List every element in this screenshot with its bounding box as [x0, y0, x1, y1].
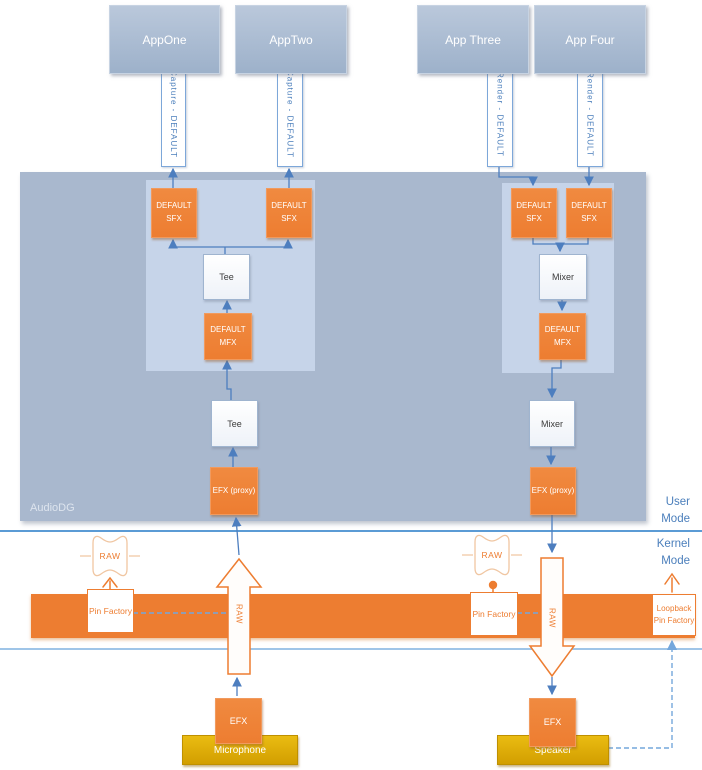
raw-callout-render-label: RAW [481, 550, 503, 560]
kernel-lower-boundary-line [0, 648, 702, 650]
raw-callout-capture-label: RAW [99, 551, 121, 561]
app-two-box: AppTwo [235, 5, 347, 74]
app-four-box: App Four [534, 5, 646, 74]
stream-label: Capture - DEFAULT [285, 70, 295, 158]
arrow-loopback-up [664, 572, 680, 593]
stream-render-default-4: Render - DEFAULT [577, 61, 603, 167]
speaker-efx-node: EFX [529, 698, 576, 747]
app-label: AppTwo [269, 32, 313, 47]
stream-capture-default-2: Capture - DEFAULT [277, 61, 303, 167]
stream-label: Capture - DEFAULT [169, 70, 178, 158]
loopback-pin-factory-box: Loopback Pin Factory [652, 594, 696, 636]
capture-tee-outer-node: Tee [211, 400, 258, 447]
audiodg-label: AudioDG [30, 502, 75, 514]
kernel-streaming-band [31, 594, 695, 638]
dashed-speaker-loopback [608, 639, 678, 749]
stream-label: Render - DEFAULT [585, 71, 595, 157]
render-mfx-node: DEFAULT MFX [539, 313, 586, 360]
capture-efx-proxy-node: EFX (proxy) [210, 467, 258, 515]
user-kernel-boundary-line [0, 530, 702, 532]
pin-factory-render-box: Pin Factory [470, 592, 518, 636]
render-efx-proxy-node: EFX (proxy) [530, 467, 576, 515]
raw-capture-arrow-label: RAW [234, 604, 244, 624]
app-label: AppOne [142, 32, 187, 47]
pin-factory-capture-box: Pin Factory [87, 589, 134, 633]
raw-connector-dot [488, 580, 498, 590]
render-mixer-inner-node: Mixer [539, 254, 587, 300]
stream-label: Render - DEFAULT [495, 71, 505, 157]
capture-tee-inner-node: Tee [203, 254, 250, 300]
capture-sfx2-node: DEFAULT SFX [266, 188, 312, 238]
app-three-box: App Three [417, 5, 529, 74]
user-mode-label: User Mode [661, 496, 690, 525]
stream-render-default-3: Render - DEFAULT [487, 61, 513, 167]
stream-capture-default-1: Capture - DEFAULT [161, 61, 186, 167]
capture-sfx1-node: DEFAULT SFX [151, 188, 197, 238]
render-mixer-outer-node: Mixer [529, 400, 575, 447]
raw-render-arrow-label: RAW [547, 608, 557, 628]
app-one-box: AppOne [109, 5, 220, 74]
connector-rawarrow-to-efxproxy [231, 516, 242, 556]
render-sfx2-node: DEFAULT SFX [566, 188, 612, 238]
microphone-efx-node: EFX [215, 698, 262, 744]
app-label: App Four [565, 32, 615, 47]
app-label: App Three [445, 32, 501, 47]
kernel-mode-label: Kernel Mode [656, 538, 690, 567]
render-sfx1-node: DEFAULT SFX [511, 188, 557, 238]
capture-mfx-node: DEFAULT MFX [204, 313, 252, 360]
